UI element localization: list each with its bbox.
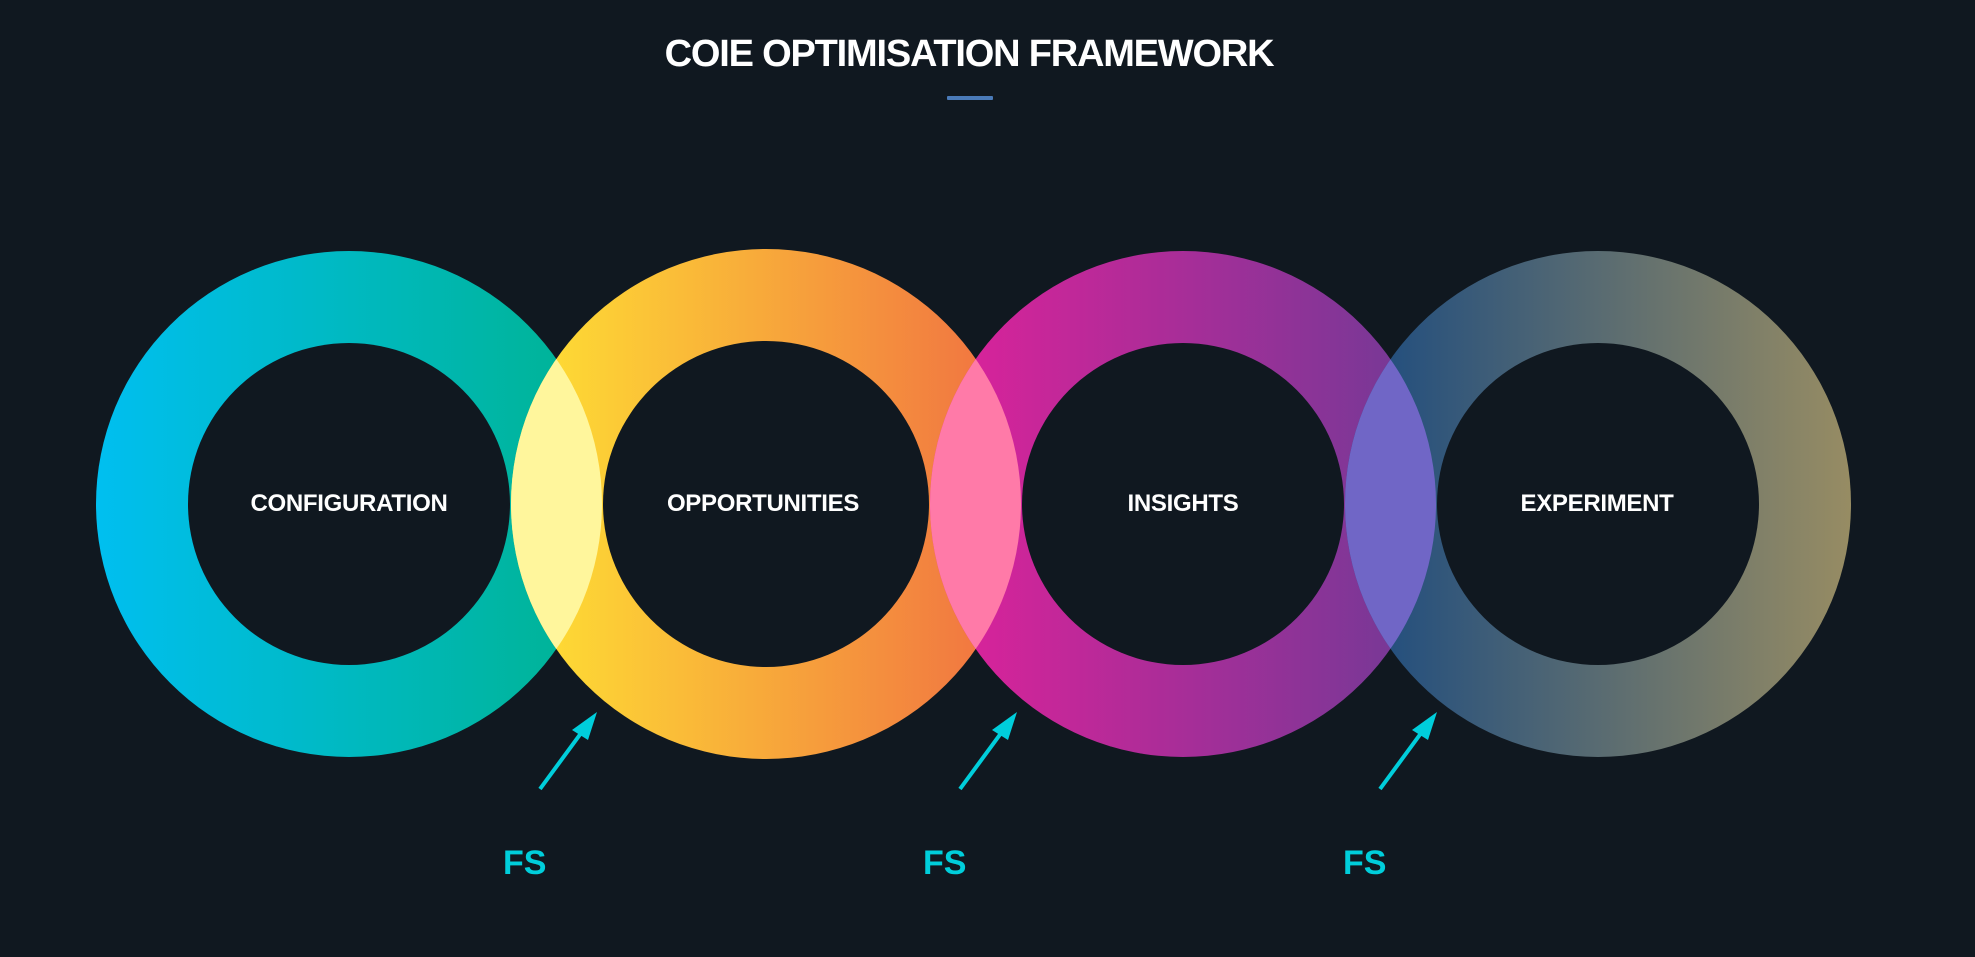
ring-label-insights: INSIGHTS — [1127, 490, 1239, 517]
fs-annotation-label: FS — [503, 844, 547, 882]
page-title: COIE OPTIMISATION FRAMEWORK — [664, 33, 1275, 75]
ring-hole-insights — [1022, 343, 1344, 665]
fs-annotation-label: FS — [1343, 844, 1387, 882]
ring-hole-opportunities — [603, 341, 929, 667]
ring-label-configuration: CONFIGURATION — [250, 490, 448, 517]
ring-hole-configuration — [188, 343, 510, 665]
arrow-up-right-icon — [958, 712, 1017, 791]
arrow-up-right-icon — [1378, 712, 1437, 791]
ring-label-experiment: EXPERIMENT — [1520, 490, 1674, 517]
fs-annotation-label: FS — [923, 844, 967, 882]
arrow-up-right-icon — [538, 712, 597, 791]
title-underline-divider — [947, 96, 993, 100]
ring-label-opportunities: OPPORTUNITIES — [666, 490, 860, 517]
ring-hole-experiment — [1437, 343, 1759, 665]
